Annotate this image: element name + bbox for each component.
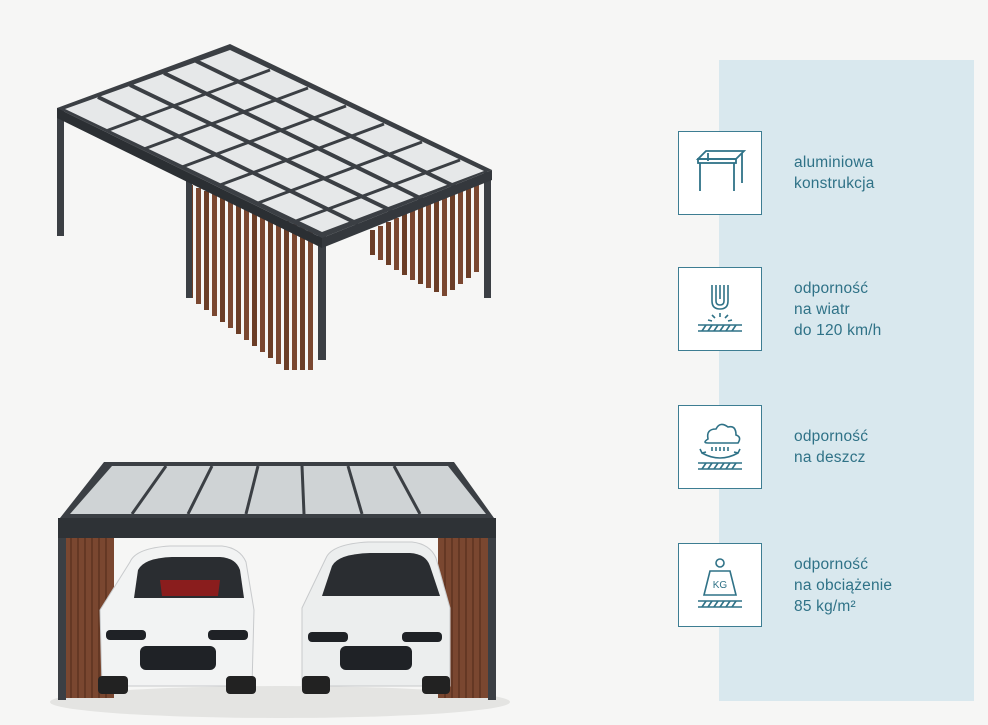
carport-post-left [58,538,66,700]
feature-label: odporność na deszcz [794,428,869,466]
feature-label: odporność na obciążenie 85 kg/m² [794,555,893,615]
pergola-roof [57,44,492,248]
post-back [186,180,192,298]
wood-slats-right [370,178,479,296]
feature-aluminium-frame: aluminiowa konstrukcja [678,131,978,215]
carport-roof [58,462,496,538]
carport-illustration [50,462,510,718]
post-left [57,108,64,236]
wood-slats-left [188,185,313,370]
weight-kg-text: KG [713,580,728,591]
aluminium-frame-icon [678,131,762,215]
feature-label: odporność na wiatr do 120 km/h [794,279,882,339]
wind-resistance-icon [678,267,762,351]
rain-resistance-icon [678,405,762,489]
pergola-illustration [57,44,492,370]
car-left [98,545,256,694]
feature-wind-resistance: odporność na wiatr do 120 km/h [678,267,978,351]
feature-load-resistance: KG odporność na obciążenie 85 kg/m² [678,543,978,627]
feature-rain-resistance: odporność na deszcz [678,405,978,489]
feature-label: aluminiowa konstrukcja [794,154,875,192]
car-right [301,541,451,694]
post-right [484,172,491,298]
post-front [318,234,326,360]
load-weight-icon: KG [678,543,762,627]
carport-post-right [488,538,496,700]
